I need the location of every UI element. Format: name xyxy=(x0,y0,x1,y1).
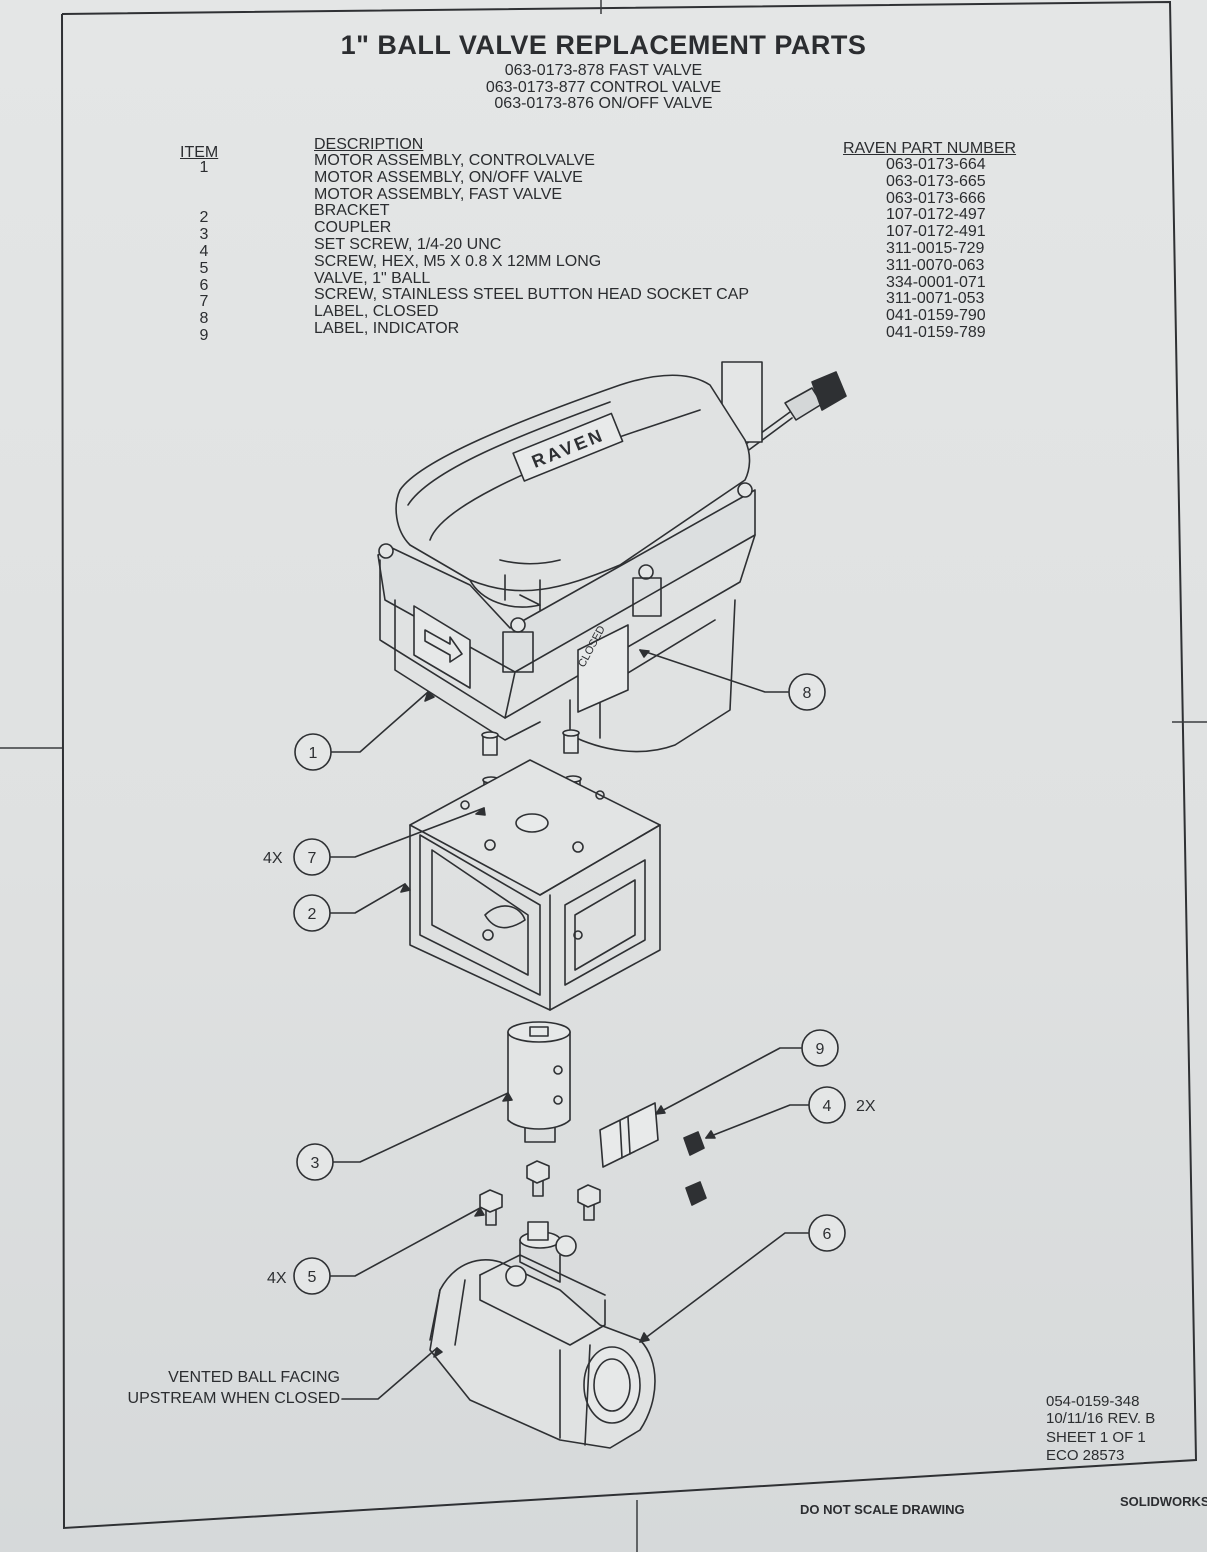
table-cell-item: 6 xyxy=(199,276,209,294)
header-part-number: RAVEN PART NUMBER xyxy=(843,140,1017,157)
callout-1: 1 xyxy=(309,745,318,762)
callout-balloons xyxy=(293,673,846,1295)
qty-item-4: 2X xyxy=(856,1098,876,1115)
header-description: DESCRIPTION xyxy=(314,136,424,153)
table-cell-description: BRACKET xyxy=(314,202,390,220)
qty-item-5: 4X xyxy=(267,1270,287,1287)
table-cell-item: 1 xyxy=(199,159,209,176)
table-cell-item: 3 xyxy=(199,226,209,244)
table-cell-part-number: 041-0159-790 xyxy=(886,307,986,325)
callout-7: 7 xyxy=(308,850,317,867)
table-cell-part-number: 063-0173-665 xyxy=(886,172,986,190)
table-cell-part-number: 311-0070-063 xyxy=(886,256,985,274)
item-column: 1 2 3 4 5 6 7 8 9 xyxy=(180,159,228,345)
note-line-1: VENTED BALL FACING xyxy=(168,1369,340,1386)
doc-revision: 10/11/16 REV. B xyxy=(1046,1410,1156,1427)
table-cell-description: LABEL, CLOSED xyxy=(314,303,439,321)
table-cell-item: 9 xyxy=(199,326,209,344)
table-cell-part-number: 311-0071-053 xyxy=(886,290,985,308)
note-line-2: UPSTREAM WHEN CLOSED xyxy=(127,1390,340,1407)
bracket xyxy=(409,759,661,1011)
software-label: SOLIDWORKS xyxy=(1120,1494,1207,1509)
table-cell-description: MOTOR ASSEMBLY, CONTROLVALVE xyxy=(314,152,595,169)
table-cell-description: MOTOR ASSEMBLY, ON/OFF VALVE xyxy=(314,168,583,186)
callout-9: 9 xyxy=(816,1041,825,1058)
table-cell-part-number: 107-0172-491 xyxy=(886,223,986,241)
callout-8: 8 xyxy=(803,685,812,702)
set-screws xyxy=(683,1131,707,1206)
qty-item-7: 4X xyxy=(263,850,283,867)
doc-eco: ECO 28573 xyxy=(1046,1447,1125,1464)
coupler xyxy=(507,1021,571,1143)
table-cell-part-number: 311-0015-729 xyxy=(886,239,985,257)
table-cell-description: LABEL, INDICATOR xyxy=(314,319,460,337)
page-title: 1" BALL VALVE REPLACEMENT PARTS xyxy=(340,30,867,60)
subtitle-fast: 063-0173-878 FAST VALVE xyxy=(504,62,703,79)
table-cell-item: 8 xyxy=(199,310,209,328)
table-cell-item: 4 xyxy=(199,242,209,260)
callout-5: 5 xyxy=(308,1269,317,1286)
callout-leaders xyxy=(329,649,810,1400)
description-column: MOTOR ASSEMBLY, CONTROLVALVE MOTOR ASSEM… xyxy=(314,152,750,338)
table-cell-item: 2 xyxy=(199,209,209,227)
header-item: ITEM xyxy=(180,144,219,161)
table-cell-part-number: 334-0001-071 xyxy=(886,273,986,291)
motor-assembly: RAVEN CLOSED xyxy=(377,361,847,753)
table-cell-description: MOTOR ASSEMBLY, FAST VALVE xyxy=(314,185,563,203)
callout-2: 2 xyxy=(308,906,317,923)
ball-valve xyxy=(429,1221,656,1449)
doc-sheet: SHEET 1 OF 1 xyxy=(1046,1429,1146,1446)
hex-screws xyxy=(479,1160,601,1226)
subtitle-onoff: 063-0173-876 ON/OFF VALVE xyxy=(494,95,713,112)
table-cell-part-number: 041-0159-789 xyxy=(886,323,986,341)
table-cell-item: 5 xyxy=(199,259,209,277)
subtitle-control: 063-0173-877 CONTROL VALVE xyxy=(485,79,722,96)
table-cell-description: SCREW, HEX, M5 X 0.8 X 12MM LONG xyxy=(314,252,602,270)
doc-number: 054-0159-348 xyxy=(1046,1393,1140,1410)
table-cell-item: 7 xyxy=(199,293,209,311)
indicator-label xyxy=(599,1102,659,1168)
table-cell-description: SET SCREW, 1/4-20 UNC xyxy=(314,235,502,253)
table-cell-part-number: 063-0173-664 xyxy=(886,156,986,173)
table-cell-description: SCREW, STAINLESS STEEL BUTTON HEAD SOCKE… xyxy=(314,286,750,304)
table-cell-part-number: 063-0173-666 xyxy=(886,189,986,207)
part-number-column: 063-0173-664 063-0173-665 063-0173-666 1… xyxy=(886,156,986,342)
callout-4: 4 xyxy=(823,1098,832,1115)
table-cell-description: VALVE, 1" BALL xyxy=(314,269,431,287)
table-cell-part-number: 107-0172-497 xyxy=(886,206,986,224)
callout-6: 6 xyxy=(823,1226,832,1243)
callout-3: 3 xyxy=(311,1155,320,1172)
do-not-scale-note: DO NOT SCALE DRAWING xyxy=(800,1502,965,1517)
table-cell-description: COUPLER xyxy=(314,219,392,237)
